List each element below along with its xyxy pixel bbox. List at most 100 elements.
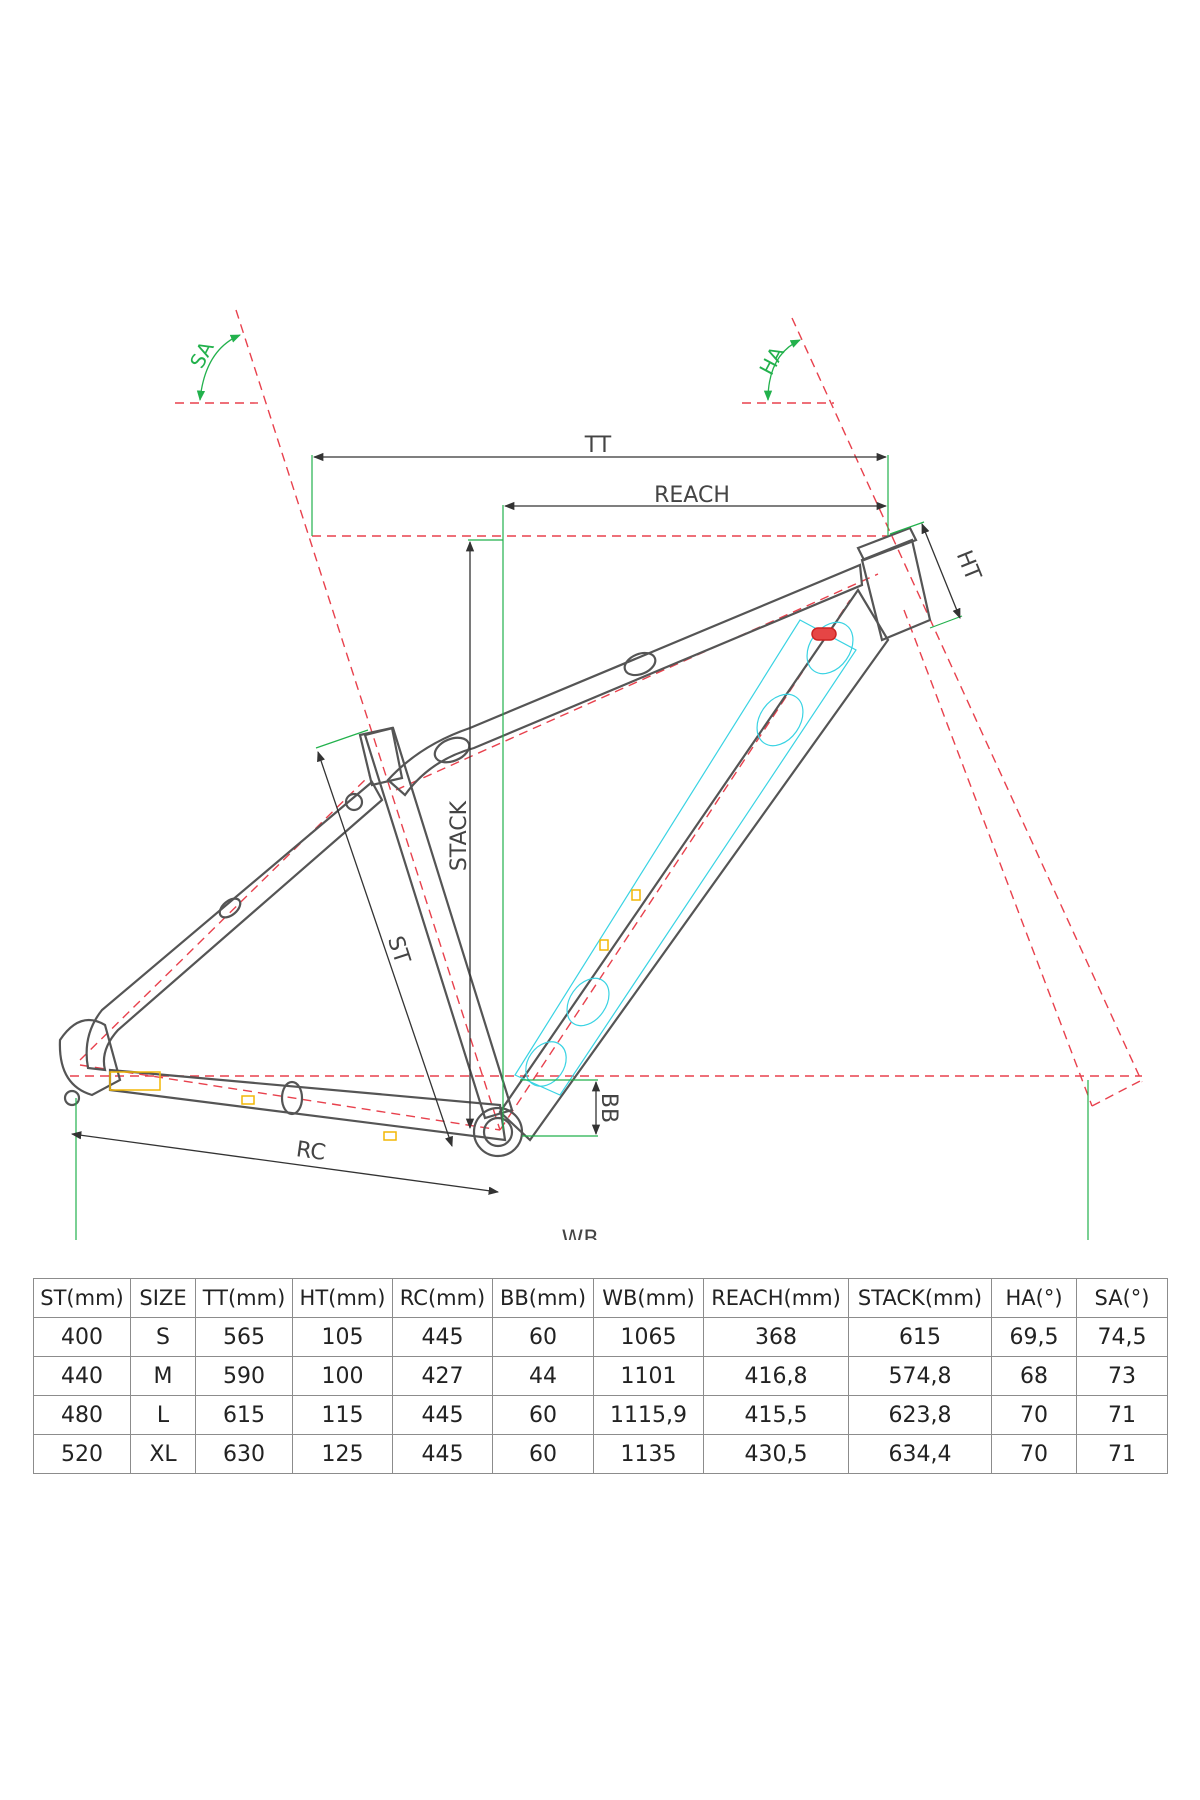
table-cell: 416,8 — [703, 1356, 849, 1396]
bottom-bracket-inner — [482, 1116, 514, 1148]
column-header: HT(mm) — [292, 1278, 393, 1318]
fork-outline-line — [903, 609, 1093, 1107]
tt-centerline — [395, 573, 879, 791]
table-cell: 400 — [33, 1317, 131, 1357]
table-cell: 480 — [33, 1395, 131, 1435]
sa-arc — [196, 334, 241, 402]
fork-outline-line-2 — [1091, 1079, 1143, 1107]
cs-centerline — [79, 1064, 501, 1131]
table-cell: 565 — [195, 1317, 293, 1357]
column-header: BB(mm) — [492, 1278, 594, 1318]
fork-outline — [514, 619, 857, 1096]
logo-badge — [811, 627, 837, 641]
table-cell: XL — [130, 1434, 196, 1474]
table-cell: 590 — [195, 1356, 293, 1396]
dimension-labels: TT REACH STACK ST HT BB RC WB SA HA — [185, 337, 985, 1240]
table-cell: 445 — [392, 1395, 493, 1435]
table-cell: 634,4 — [848, 1434, 992, 1474]
table-cell: 44 — [492, 1356, 594, 1396]
dropout — [58, 1018, 122, 1097]
table-cell: 71 — [1076, 1395, 1168, 1435]
column-header: SIZE — [130, 1278, 196, 1318]
ht-dimension — [921, 523, 961, 619]
column-header: WB(mm) — [593, 1278, 704, 1318]
table-cell: 427 — [392, 1356, 493, 1396]
tt-label: TT — [584, 433, 612, 458]
table-cell: 1101 — [593, 1356, 704, 1396]
table-cell: 1135 — [593, 1434, 704, 1474]
table-cell: 1065 — [593, 1317, 704, 1357]
column-header: SA(°) — [1076, 1278, 1168, 1318]
cable-guide-3 — [241, 1095, 255, 1105]
head-tube-top-cap — [856, 526, 918, 562]
table-cell: 60 — [492, 1317, 594, 1357]
table-cell: 445 — [392, 1434, 493, 1474]
dimension-lines — [70, 334, 961, 1195]
cyan-boss-4 — [525, 1041, 567, 1087]
table-cell: 71 — [1076, 1434, 1168, 1474]
column-header: REACH(mm) — [703, 1278, 849, 1318]
cyan-boss-3 — [566, 977, 610, 1027]
table-cell: 60 — [492, 1395, 594, 1435]
rc-label: RC — [295, 1137, 328, 1166]
dt-cyan-outline — [514, 619, 857, 1096]
cyan-boss-2 — [756, 693, 804, 747]
down-tube — [498, 587, 890, 1142]
column-header: HA(°) — [991, 1278, 1077, 1318]
ss-mark — [218, 897, 242, 919]
extension-lines — [75, 455, 1089, 1240]
ht-label: HT — [951, 547, 986, 585]
column-header: ST(mm) — [33, 1278, 131, 1318]
head-axis-line — [791, 317, 1143, 1083]
cable-guide-2 — [599, 939, 609, 951]
table-cell: 115 — [292, 1395, 393, 1435]
bb-label: BB — [596, 1093, 621, 1123]
top-tube — [386, 563, 864, 797]
rear-axle — [63, 1089, 81, 1107]
table-cell: 615 — [195, 1395, 293, 1435]
table-cell: 70 — [991, 1395, 1077, 1435]
frame-outline — [58, 526, 932, 1158]
cs-mark — [280, 1080, 304, 1116]
ht-ext-top — [889, 521, 925, 535]
table-cell: 430,5 — [703, 1434, 849, 1474]
table-cell: M — [130, 1356, 196, 1396]
st-ext-top — [315, 729, 369, 749]
head-tube — [860, 538, 932, 642]
table-cell: 105 — [292, 1317, 393, 1357]
table-cell: 68 — [991, 1356, 1077, 1396]
table-cell: 440 — [33, 1356, 131, 1396]
column-header: STACK(mm) — [848, 1278, 992, 1318]
frame-geometry-diagram: TT REACH STACK ST HT BB RC WB SA HA — [58, 309, 1143, 1240]
table-cell: 69,5 — [991, 1317, 1077, 1357]
ha-label: HA — [754, 342, 789, 379]
stack-label: STACK — [447, 800, 472, 871]
table-cell: 445 — [392, 1317, 493, 1357]
table-cell: 60 — [492, 1434, 594, 1474]
table-cell: 74,5 — [1076, 1317, 1168, 1357]
table-cell: 615 — [848, 1317, 992, 1357]
seat-stay — [85, 780, 384, 1072]
table-cell: 623,8 — [848, 1395, 992, 1435]
rc-dimension — [70, 1131, 500, 1195]
cable-guide-4 — [383, 1131, 397, 1141]
table-cell: 415,5 — [703, 1395, 849, 1435]
tt-mark — [623, 651, 657, 677]
table-cell: 1115,9 — [593, 1395, 704, 1435]
wb-label: WB — [562, 1227, 599, 1240]
seat-axis-line — [235, 309, 501, 1131]
ht-ext-bottom — [929, 615, 963, 629]
table-cell: 520 — [33, 1434, 131, 1474]
caliper-mount — [109, 1071, 161, 1091]
st-dimension — [317, 751, 453, 1147]
table-cell: 368 — [703, 1317, 849, 1357]
column-header: RC(mm) — [392, 1278, 493, 1318]
